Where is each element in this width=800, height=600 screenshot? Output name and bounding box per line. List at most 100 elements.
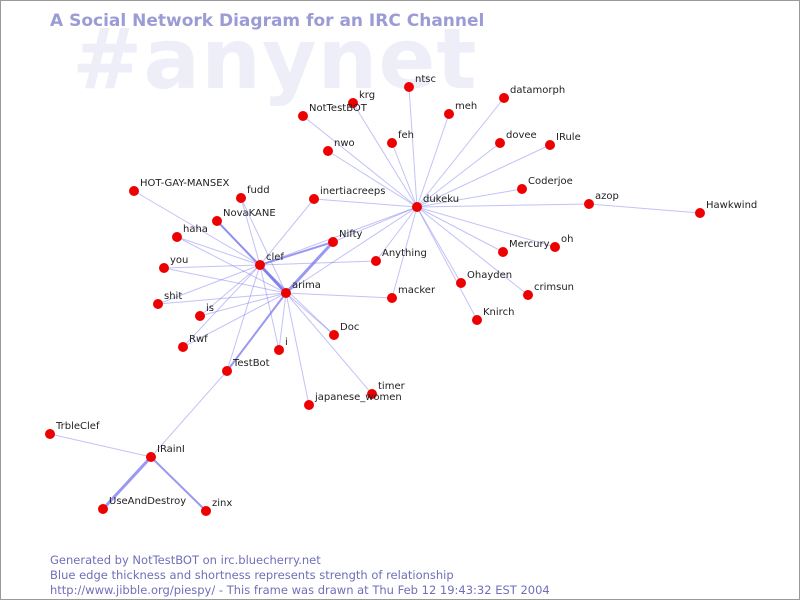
node-dot [129,186,139,196]
node-HOT-GAY-MANSEX: HOT-GAY-MANSEX [129,178,230,196]
node-Anything: Anything [371,248,427,266]
node-label: dukeku [423,194,459,205]
node-UseAndDestroy: UseAndDestroy [98,496,186,514]
node-label: fudd [247,185,270,196]
node-dot [387,293,397,303]
node-label: inertiacreeps [320,186,385,197]
edge-dukeku-clef [259,206,418,266]
edge-arima-macker [285,292,393,299]
node-label: arima [292,280,321,291]
node-dot [236,193,246,203]
edge-IRainI-TrbleClef [49,433,152,458]
edge-clef-Rwf [182,264,261,348]
edge-dukeku-krg [352,102,418,208]
node-dot [172,232,182,242]
edge-arima-fudd [240,197,287,294]
node-label: japanese_women [314,392,402,403]
node-Hawkwind: Hawkwind [695,200,757,218]
node-you: you [159,255,188,273]
node-oh: oh [550,234,573,252]
node-label: you [170,255,188,266]
node-zinx: zinx [201,498,232,516]
edge-clef-TestBot [226,264,261,372]
edge-dukeku-Coderjoe [416,188,523,208]
node-dot [348,98,358,108]
edge-arima-you [163,267,287,294]
node-label: macker [398,285,436,296]
node-label: i [285,337,288,348]
node-label: datamorph [510,85,565,96]
edge-arima-shit [157,292,287,305]
node-Mercury: Mercury [498,239,550,257]
edge-clef-haha [176,236,261,266]
node-timer: timer [367,381,406,399]
node-dot [472,315,482,325]
node-crimsun: crimsun [523,282,574,300]
node-i: i [274,337,288,355]
edge-dukeku-feh [391,142,418,208]
node-dot [45,429,55,439]
node-fudd: fudd [236,185,270,203]
node-haha: haha [172,224,208,242]
node-label: TestBot [232,358,270,369]
edge-IRainI-zinx [150,456,207,512]
node-label: IRule [556,132,581,143]
node-dot [412,202,422,212]
edge-dukeku-ntsc [408,86,418,208]
node-label: zinx [212,498,232,509]
edge-arima-TestBot [226,292,287,372]
node-inertiacreeps: inertiacreeps [309,186,385,204]
edge-clef-is [199,264,261,317]
node-dot [498,247,508,257]
edge-arima-Rwf [182,292,287,348]
edge-layer [49,86,701,512]
edge-dukeku-crimsun [416,206,529,296]
node-label: Nifty [339,229,363,240]
node-label: Mercury [509,239,550,250]
node-meh: meh [444,101,477,119]
node-shit: shit [153,291,182,309]
node-dot [323,146,333,156]
node-krg: krg [348,90,375,108]
node-label: meh [455,101,477,112]
node-dot [255,260,265,270]
edge-dukeku-datamorph [416,97,505,208]
node-NotTestBOT: NotTestBOT [298,103,368,121]
node-dot [153,299,163,309]
node-label: Doc [340,322,359,333]
node-ntsc: ntsc [404,74,436,92]
node-dot [159,263,169,273]
node-NovaKANE: NovaKANE [212,208,276,226]
node-dot [309,194,319,204]
edge-arima-Doc [285,292,335,336]
diagram-title: A Social Network Diagram for an IRC Chan… [50,11,485,31]
footer: Generated by NotTestBOT on irc.bluecherr… [50,553,550,598]
edge-dukeku-Mercury [416,206,504,253]
node-label: crimsun [534,282,574,293]
node-dot [195,311,205,321]
edge-dukeku-nwo [327,150,418,208]
node-dot [495,138,505,148]
edge-dukeku-NotTestBOT [302,115,418,208]
node-dot [387,138,397,148]
edge-clef-HOT-GAY-MANSEX [133,190,261,266]
node-dot [367,389,377,399]
node-dot [222,366,232,376]
edge-dukeku-Nifty [332,206,418,243]
node-label: UseAndDestroy [109,496,186,507]
node-label: dovee [506,130,537,141]
node-arima: arima [281,280,321,298]
edge-dukeku-dovee [416,142,501,208]
node-dot [146,452,156,462]
node-label: Rwf [189,334,208,345]
node-dot [328,237,338,247]
node-label: oh [561,234,573,245]
edge-dukeku-inertiacreeps [313,198,418,208]
node-label: is [206,303,214,314]
node-clef: clef [255,252,284,270]
node-Doc: Doc [329,322,359,340]
footer-timestamp: http://www.jibble.org/piespy/ - This fra… [50,583,550,597]
edge-IRainI-UseAndDestroy [101,455,153,511]
